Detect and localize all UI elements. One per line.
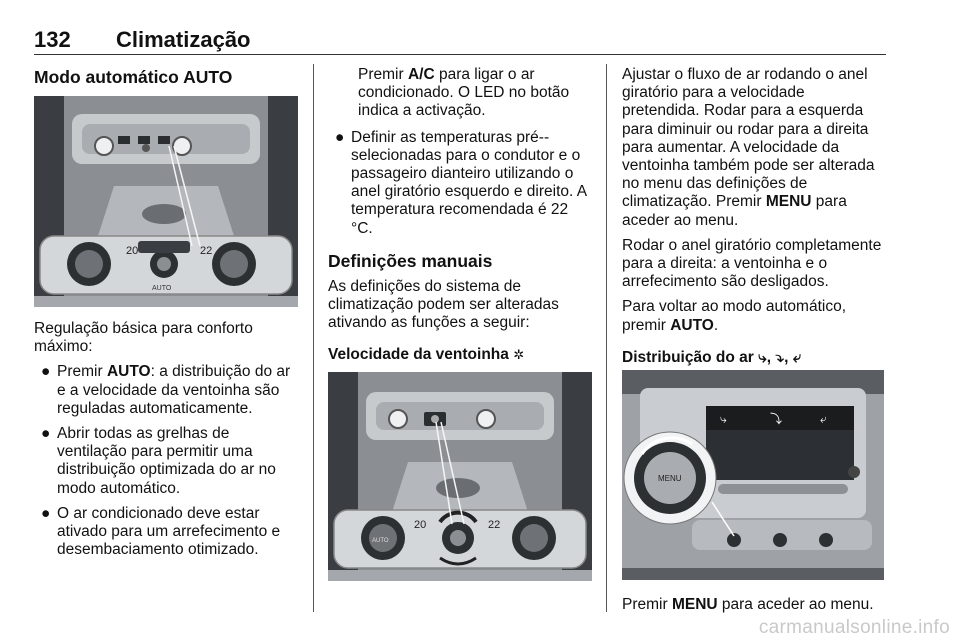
key-menu: MENU: [671, 596, 718, 613]
bullet-dot: ●: [335, 128, 345, 146]
fig2-temp-right: 22: [488, 519, 500, 531]
fig1-temp-right: 22: [200, 245, 212, 257]
key-menu: MENU: [765, 193, 812, 211]
right-column: Ajustar o fluxo de ar rodando o anel gir…: [622, 66, 886, 367]
figure-climate-panel-auto: 20 22 AUTO: [34, 96, 298, 307]
left-column: Modo automático AUTO: [34, 66, 302, 88]
fig3-menu-label: MENU: [658, 474, 682, 483]
intro-text: Regulação básica para conforto máximo:: [34, 320, 253, 356]
fan-icon: ✲: [513, 347, 525, 363]
manual-intro: As definições do sistema de climatização…: [328, 277, 559, 332]
list-item: ● O ar condicionado deve estar ativado p…: [34, 505, 302, 560]
air-feet-icon-glyph: ⤶: [820, 412, 827, 426]
watermark: carmanualsonline.info: [758, 617, 950, 638]
page-title: Climatização: [116, 27, 251, 52]
subheading-fan-speed: Velocidade da ventoinha ✲: [328, 346, 525, 364]
left-column-text: Regulação básica para conforto máximo: ●…: [34, 320, 302, 566]
fig2-auto-label: AUTO: [372, 538, 389, 544]
figure-climate-panel-fan: 20 22 AUTO: [328, 372, 592, 581]
fan-speed-text: Ajustar o fluxo de ar rodando o anel gir…: [622, 66, 875, 229]
airflow-face-feet-icon: ⤵: [775, 348, 785, 366]
figure-climate-menu: ⤷ ⤵ ⤶ MENU: [622, 370, 884, 580]
figure-caption: Premir MENU para aceder ao menu.: [622, 596, 874, 613]
bullet-dot: ●: [41, 425, 51, 443]
key-auto: AUTO: [670, 316, 714, 334]
page-number: 132: [34, 27, 71, 52]
list-item: ● Abrir todas as grelhas de ventilação p…: [34, 425, 302, 498]
fan-off-text: Rodar o anel giratório completamente par…: [622, 236, 882, 291]
bullet-text: Abrir todas as grelhas de ventilação par…: [57, 425, 276, 497]
list-item: ● Definir as temperaturas pré--seleciona…: [328, 129, 594, 238]
section-heading-auto: Modo automático AUTO: [34, 67, 233, 87]
auto-return-text: Para voltar ao modo automático, premir A…: [622, 298, 847, 334]
bullet-text: Premir: [57, 363, 107, 381]
bullet-text: : a distribuição do ar e a velocidade da…: [57, 363, 291, 417]
key-ac: A/C: [407, 66, 435, 83]
fig2-temp-left: 20: [414, 519, 426, 531]
column-divider-2: [606, 64, 607, 612]
airflow-face-icon: ⤷: [758, 348, 767, 366]
key-auto: AUTO: [106, 363, 151, 381]
column-divider-1: [313, 64, 314, 612]
bullet-text: Definir as temperaturas pré--selecionada…: [351, 128, 587, 237]
list-item: ● Premir AUTO: a distribuição do ar e a …: [34, 363, 302, 418]
header-rule: [34, 54, 886, 55]
airflow-feet-icon: ⤶: [792, 348, 802, 366]
air-face-icon-glyph: ⤷: [720, 412, 727, 426]
subheading-air-distribution: Distribuição do ar ⤷, ⤵, ⤶: [622, 348, 802, 366]
bullet-dot: ●: [41, 363, 51, 381]
section-heading-manual: Definições manuais: [328, 250, 493, 271]
continued-text: Premir A/C para ligar o ar condicionado.…: [358, 66, 570, 120]
bullet-text: O ar condicionado deve estar ativado par…: [57, 504, 281, 559]
fig1-temp-left: 20: [126, 245, 138, 257]
air-face-feet-icon-glyph: ⤵: [770, 412, 782, 426]
middle-column: Premir A/C para ligar o ar condicionado.…: [328, 66, 594, 365]
bullet-dot: ●: [41, 504, 51, 522]
fig1-auto-label: AUTO: [152, 285, 172, 292]
